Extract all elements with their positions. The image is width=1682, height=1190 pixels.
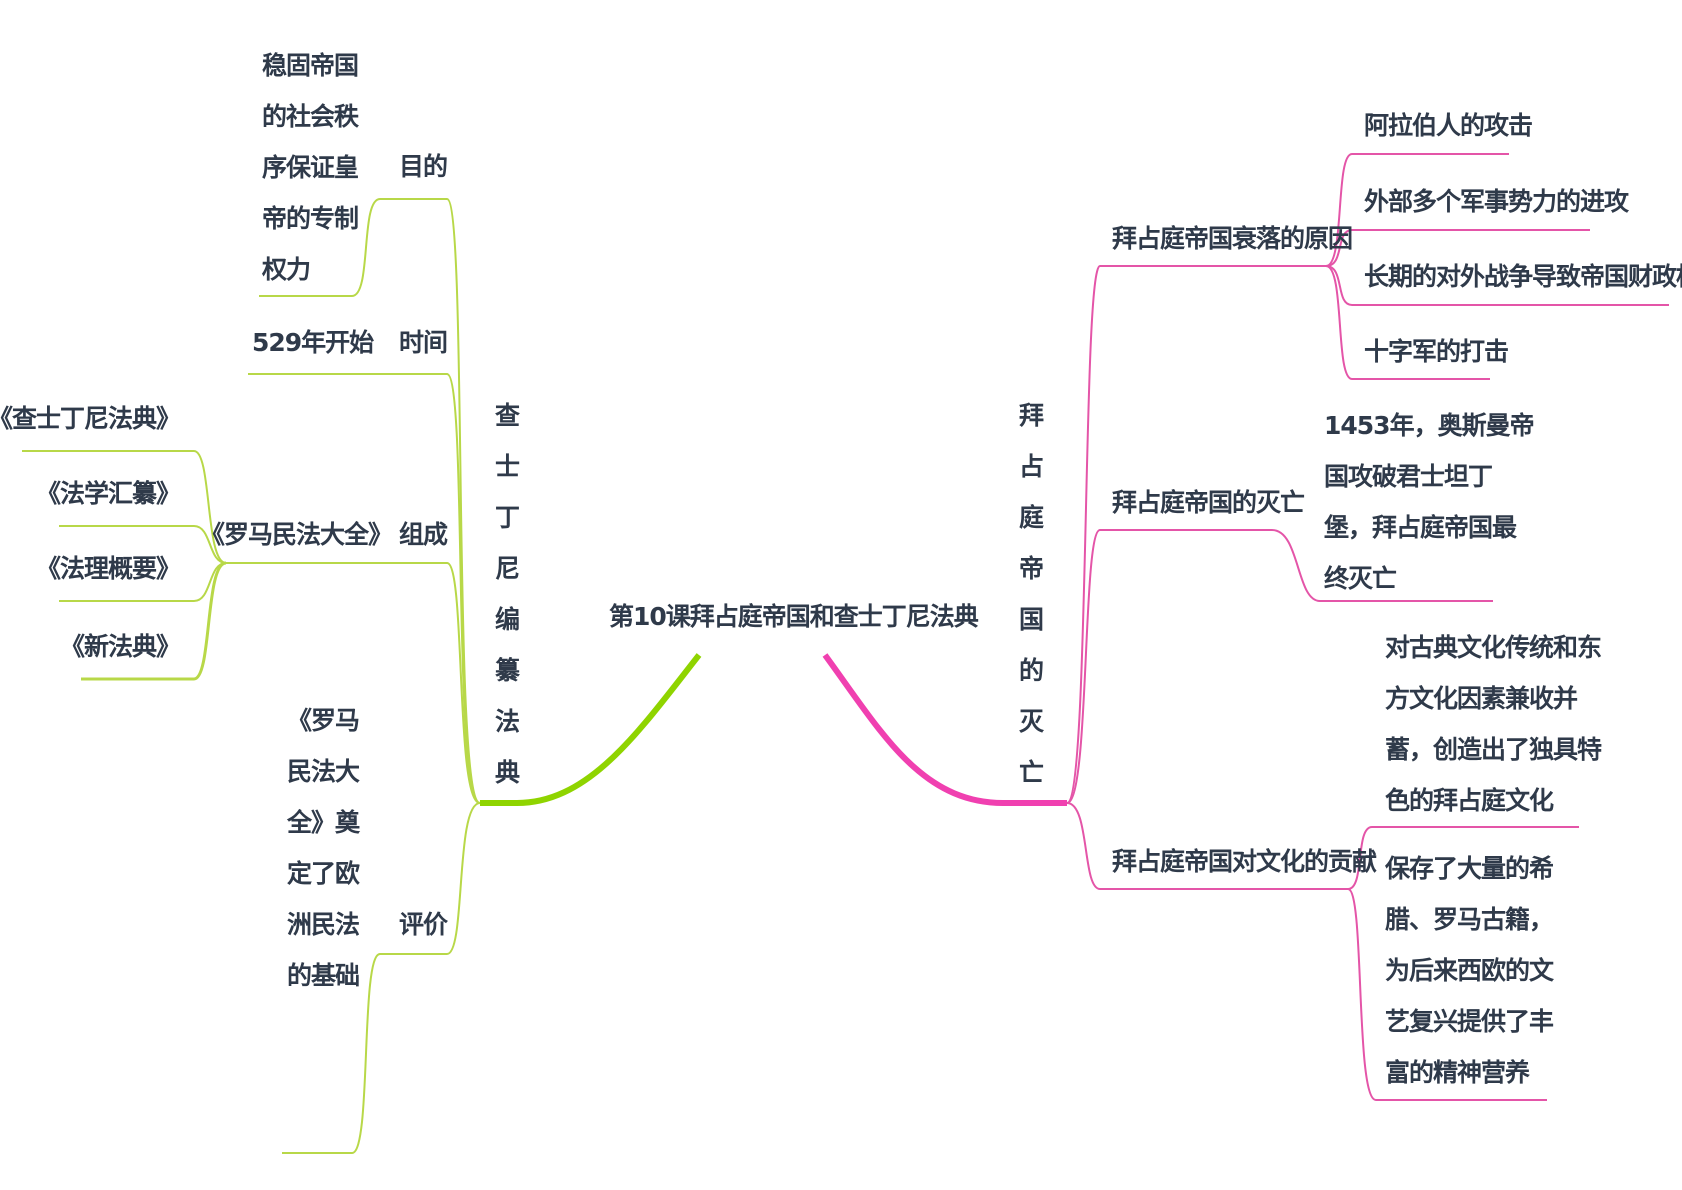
branch-comp-2 (59, 525, 227, 564)
line: 帝的专制 (262, 204, 359, 233)
decline-child[interactable]: 外部多个军事势力的进攻 (1364, 187, 1629, 216)
line: 洲民法 (287, 910, 360, 939)
composition-child[interactable]: 《查士丁尼法典》 (0, 404, 181, 433)
composition-label[interactable]: 组成 (399, 520, 448, 549)
decline-child[interactable]: 长期的对外战争导致帝国财政枯竭 (1364, 262, 1682, 291)
line: 艺复兴提供了丰 (1385, 1007, 1554, 1036)
branch-decline-2 (1325, 229, 1590, 267)
purpose-label[interactable]: 目的 (399, 152, 448, 181)
culture-child-2[interactable]: 保存了大量的希 腊、罗马古籍， 为后来西欧的文 艺复兴提供了丰 富的精神营养 (1385, 843, 1605, 1098)
trunk-left (480, 653, 702, 806)
line: 方文化因素兼收并 (1385, 684, 1578, 713)
evaluation-label[interactable]: 评价 (399, 910, 448, 939)
line: 腊、罗马古籍， (1385, 905, 1554, 934)
line: 的基础 (287, 961, 360, 990)
decline-child[interactable]: 十字军的打击 (1364, 337, 1509, 366)
branch-comp-1 (22, 450, 227, 564)
line: 权力 (262, 255, 311, 284)
line: 的社会秩 (262, 102, 359, 131)
line: 富的精神营养 (1385, 1058, 1530, 1087)
line: 1453年，奥斯曼帝 (1324, 411, 1535, 440)
root-title[interactable]: 第10课拜占庭帝国和查士丁尼法典 (609, 602, 979, 631)
trunk-right (822, 653, 1067, 806)
branch-decline (1066, 265, 1326, 804)
decline-label[interactable]: 拜占庭帝国衰落的原因 (1112, 224, 1353, 253)
branch-decline-4 (1325, 265, 1490, 380)
time-label[interactable]: 时间 (399, 328, 448, 357)
fall-label[interactable]: 拜占庭帝国的灭亡 (1112, 488, 1305, 517)
branch-culture (1066, 802, 1348, 890)
line: 《罗马 (287, 706, 360, 735)
line: 稳固帝国 (262, 51, 359, 80)
branch-decline-1 (1325, 153, 1509, 267)
line: 全》奠 (287, 808, 360, 837)
line: 对古典文化传统和东 (1385, 633, 1602, 662)
branch-evaluation (282, 802, 481, 1154)
line: 序保证皇 (262, 153, 359, 182)
composition-child[interactable]: 《新法典》 (59, 632, 181, 661)
line: 保存了大量的希 (1385, 854, 1554, 883)
right-main-topic[interactable]: 拜占庭帝国的灭亡 (1018, 401, 1044, 787)
time-value[interactable]: 529年开始 (252, 328, 374, 357)
branch-culture-1 (1347, 826, 1579, 890)
composition-child[interactable]: 《法理概要》 (35, 554, 181, 583)
branch-comp-4 (81, 561, 227, 681)
line: 国攻破君士坦丁 (1324, 462, 1493, 491)
branch-time (248, 373, 481, 804)
line: 蓄，创造出了独具特 (1385, 735, 1602, 764)
evaluation-text[interactable]: 《罗马 民法大 全》奠 定了欧 洲民法 的基础 (287, 695, 377, 1001)
branch-composition (226, 562, 481, 804)
composition-child[interactable]: 《法学汇纂》 (35, 479, 181, 508)
line: 堡，拜占庭帝国最 (1324, 513, 1517, 542)
branch-culture-2 (1347, 888, 1547, 1101)
purpose-text[interactable]: 稳固帝国 的社会秩 序保证皇 帝的专制 权力 (262, 40, 372, 295)
fall-text[interactable]: 1453年，奥斯曼帝 国攻破君士坦丁 堡，拜占庭帝国最 终灭亡 (1324, 400, 1554, 604)
line: 为后来西欧的文 (1385, 956, 1554, 985)
line: 色的拜占庭文化 (1385, 786, 1554, 815)
line: 民法大 (287, 757, 360, 786)
line: 终灭亡 (1324, 564, 1397, 593)
culture-child-1[interactable]: 对古典文化传统和东 方文化因素兼收并 蓄，创造出了独具特 色的拜占庭文化 (1385, 622, 1645, 826)
decline-child[interactable]: 阿拉伯人的攻击 (1364, 111, 1533, 140)
culture-label[interactable]: 拜占庭帝国对文化的贡献 (1112, 847, 1377, 876)
branch-decline-3 (1325, 265, 1669, 306)
line: 定了欧 (287, 859, 360, 888)
left-main-topic[interactable]: 查士丁尼编纂法典 (494, 401, 520, 787)
branch-fall (1066, 529, 1493, 804)
composition-value[interactable]: 《罗马民法大全》 (199, 520, 393, 549)
branch-purpose (259, 198, 481, 804)
